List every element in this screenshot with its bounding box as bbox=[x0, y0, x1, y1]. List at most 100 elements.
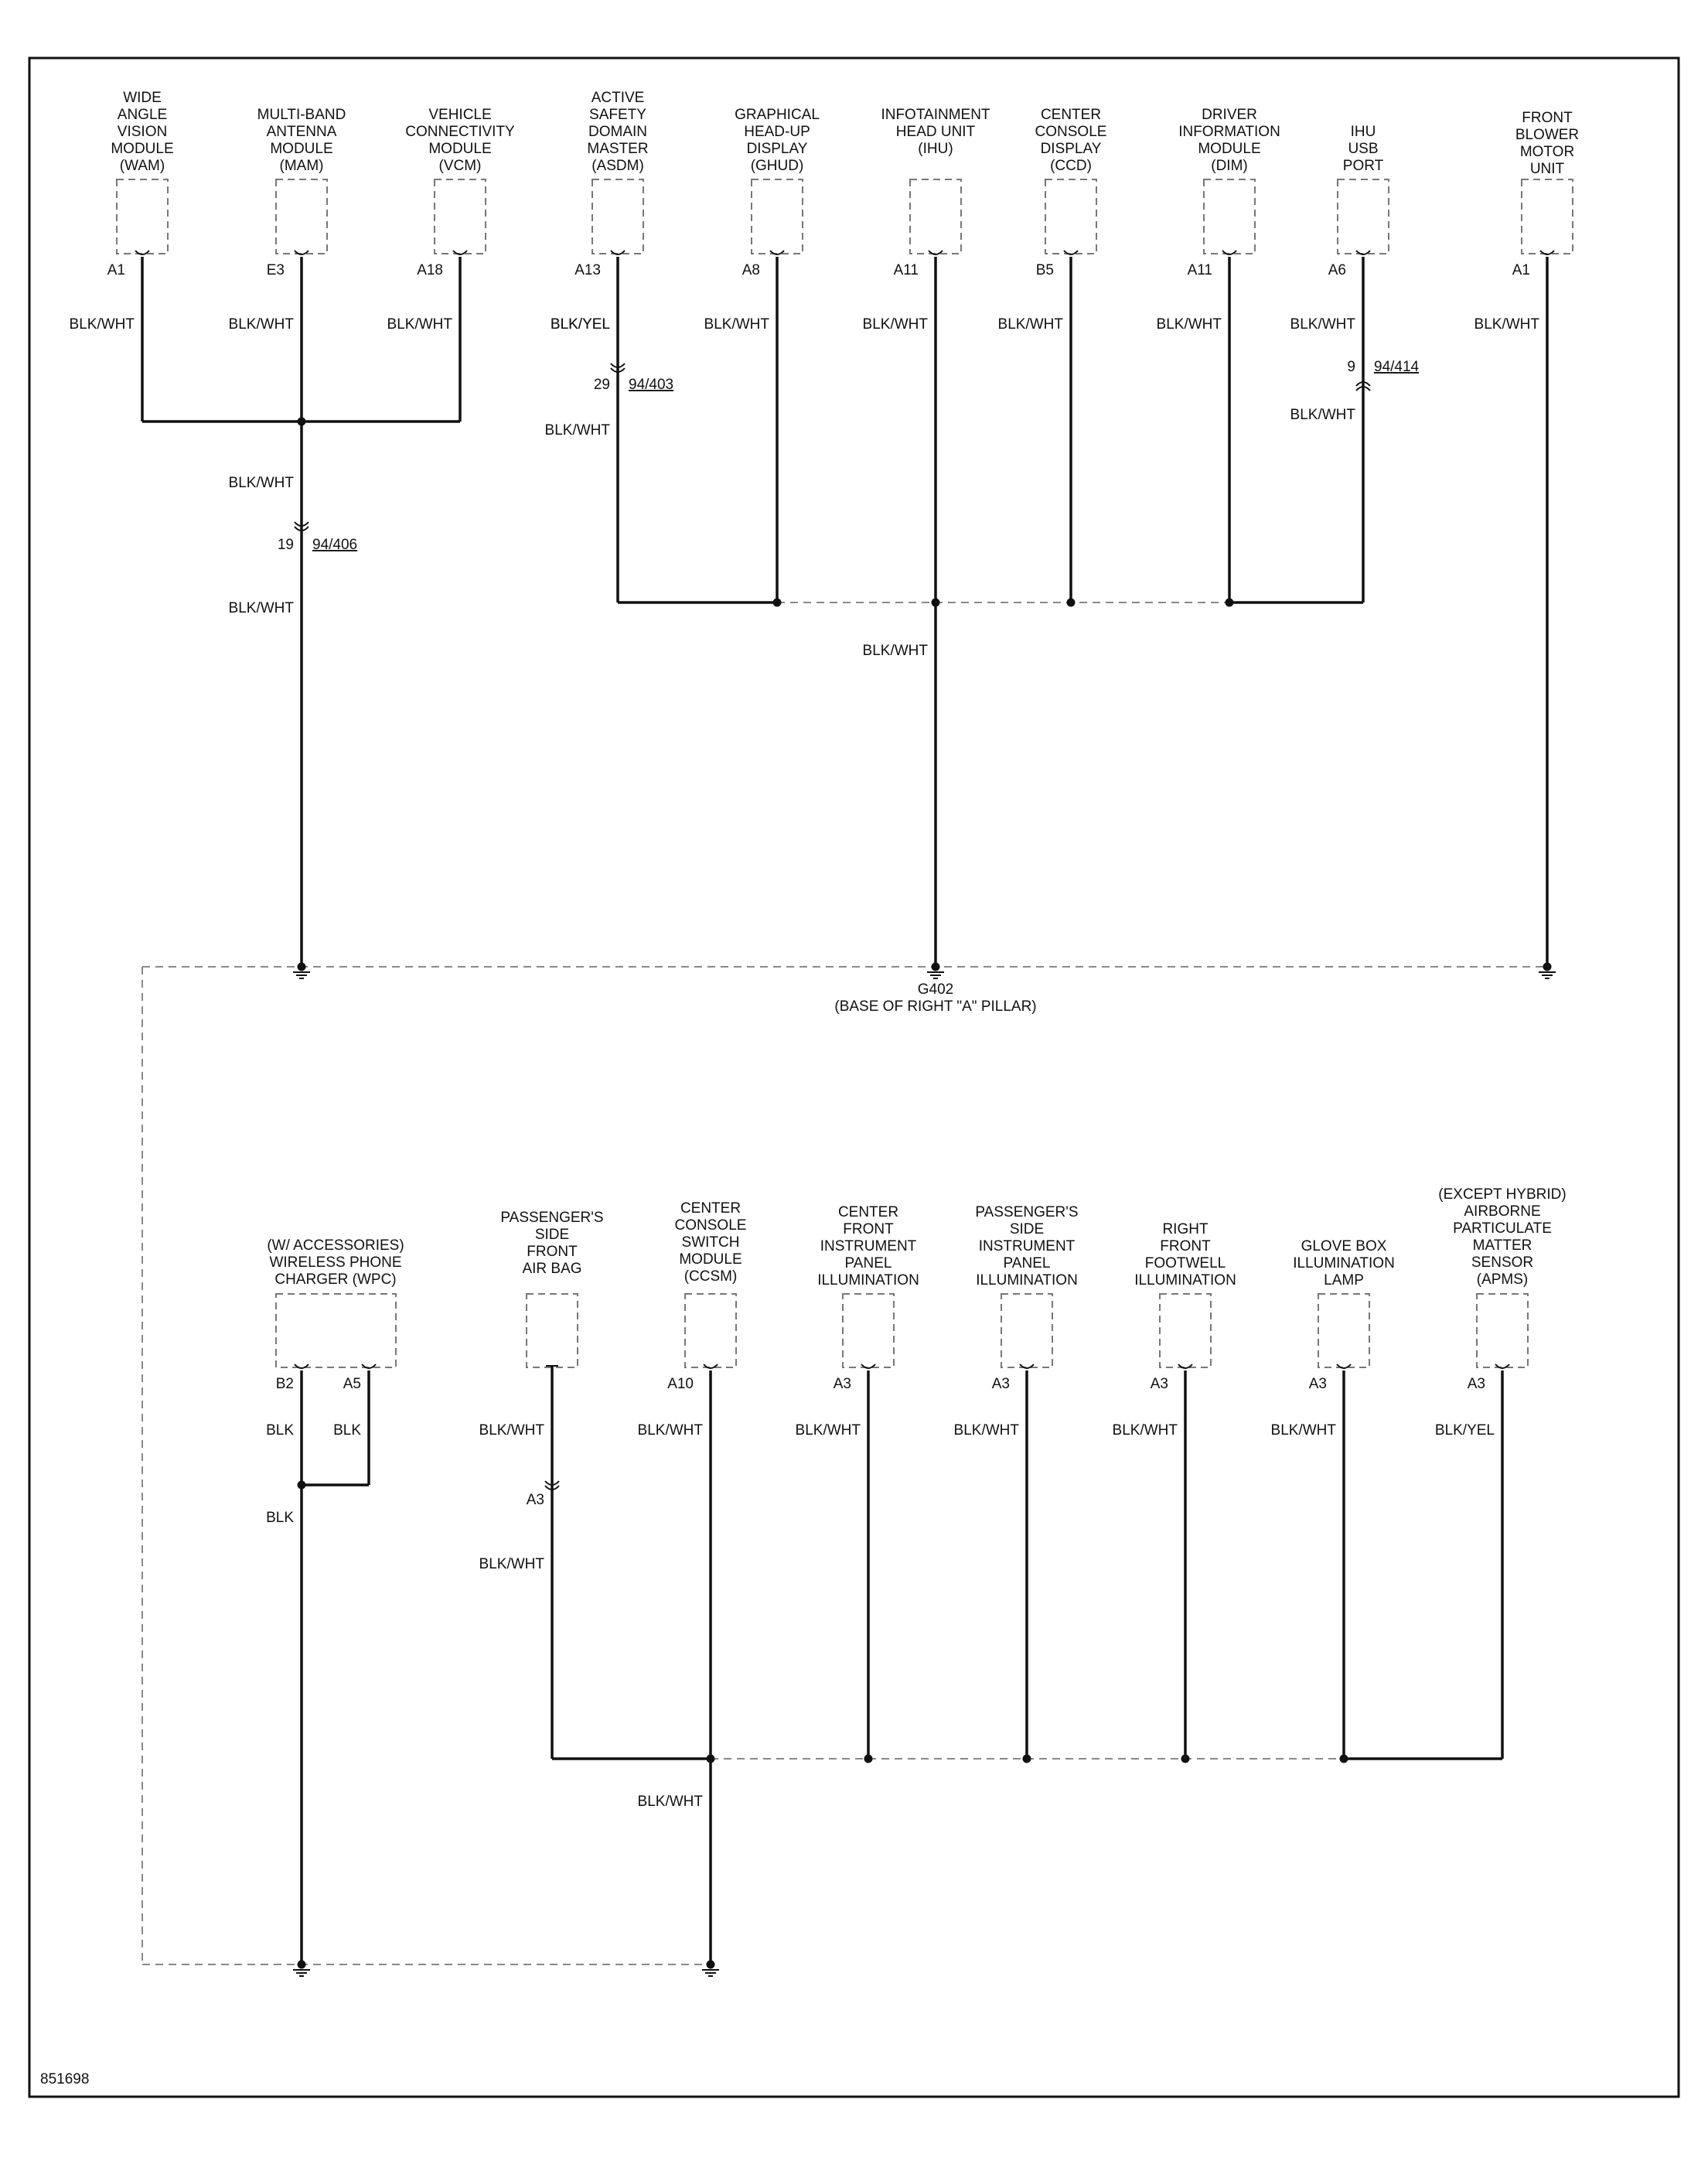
wam-name: (WAM) bbox=[120, 158, 165, 174]
top-left-splice bbox=[297, 417, 306, 426]
asdm-name: DOMAIN bbox=[588, 124, 647, 140]
ghud-name: (GHUD) bbox=[751, 158, 804, 174]
ghud-splice bbox=[772, 598, 782, 607]
asdm-name: ACTIVE bbox=[591, 90, 645, 106]
pin-terminal bbox=[861, 1364, 876, 1369]
wpc-pin-a5: A5 bbox=[343, 1376, 361, 1392]
rffi-splice bbox=[1181, 1754, 1190, 1763]
psipi-name: SIDE bbox=[1010, 1221, 1044, 1237]
ccsm-wire-color: BLK/WHT bbox=[638, 1422, 704, 1439]
dim-name: INFORMATION bbox=[1178, 124, 1280, 140]
wpc-name: CHARGER (WPC) bbox=[274, 1271, 396, 1288]
psfab-wire-color-2: BLK/WHT bbox=[479, 1556, 545, 1572]
ground-location: (BASE OF RIGHT "A" PILLAR) bbox=[834, 998, 1036, 1015]
fbmu-name: MOTOR bbox=[1520, 144, 1574, 160]
gbil-name: ILLUMINATION bbox=[1293, 1255, 1395, 1271]
pin-terminal bbox=[1495, 1364, 1510, 1369]
dim-pin-label: A11 bbox=[1188, 262, 1212, 278]
fbmu-wire-color: BLK/WHT bbox=[1474, 316, 1540, 333]
asdm-wire-color: BLK/YEL bbox=[551, 316, 610, 333]
bottom-trunk-wire-color: BLK/WHT bbox=[638, 1794, 704, 1810]
ihu-name: (IHU) bbox=[918, 141, 953, 157]
inline-connector bbox=[610, 367, 626, 373]
rffi-name: ILLUMINATION bbox=[1134, 1272, 1236, 1289]
pin-terminal bbox=[1539, 250, 1555, 255]
apms-name: PARTICULATE bbox=[1453, 1220, 1552, 1237]
diagram-frame bbox=[28, 56, 1680, 2098]
pin-terminal bbox=[1178, 1364, 1193, 1369]
ihu-component-box bbox=[909, 179, 962, 254]
apms-pin-label: A3 bbox=[1468, 1376, 1485, 1392]
wam-name: WIDE bbox=[123, 90, 162, 106]
wam-name: MODULE bbox=[111, 141, 173, 157]
apms-name: AIRBORNE bbox=[1464, 1203, 1540, 1220]
ground-dot bbox=[297, 1960, 306, 1969]
ihu-pin-label: A11 bbox=[894, 262, 919, 278]
vcm-name: VEHICLE bbox=[428, 107, 491, 123]
apms-wire-color: BLK/YEL bbox=[1435, 1422, 1495, 1439]
usb-pin-label: A6 bbox=[1328, 262, 1346, 278]
wpc-pin-b2: B2 bbox=[276, 1376, 294, 1392]
inline-connector bbox=[544, 1485, 560, 1490]
pin-terminal bbox=[1019, 1364, 1035, 1369]
psipi-name: INSTRUMENT bbox=[979, 1238, 1076, 1254]
psfab-connector-pin: A3 bbox=[527, 1492, 544, 1508]
wam-name: VISION bbox=[118, 124, 167, 140]
asdm-connector-pin: 29 bbox=[594, 377, 610, 393]
ccsm-pin-label: A10 bbox=[667, 1376, 694, 1392]
gbil-pin-label: A3 bbox=[1309, 1376, 1327, 1392]
pin-terminal bbox=[1355, 250, 1371, 255]
gbil-splice bbox=[1339, 1754, 1348, 1763]
usb-name: PORT bbox=[1343, 158, 1384, 174]
dim-name: MODULE bbox=[1198, 141, 1260, 157]
cfipi-pin-label: A3 bbox=[834, 1376, 851, 1392]
asdm-name: MASTER bbox=[587, 141, 648, 157]
wam-wire-color: BLK/WHT bbox=[70, 316, 135, 333]
mam-wire-color: BLK/WHT bbox=[229, 316, 295, 333]
gbil-name: GLOVE BOX bbox=[1301, 1238, 1387, 1254]
psfab-name: PASSENGER'S bbox=[500, 1210, 603, 1226]
ccsm-name: CONSOLE bbox=[675, 1217, 747, 1234]
psipi-name: PANEL bbox=[1004, 1255, 1051, 1271]
dim-wire-color: BLK/WHT bbox=[1157, 316, 1222, 333]
wpc-splice bbox=[297, 1480, 306, 1490]
ghud-name: DISPLAY bbox=[747, 141, 808, 157]
ground-dot bbox=[931, 962, 940, 971]
top-left-connector-id: 94/406 bbox=[312, 537, 357, 553]
inline-connector bbox=[1355, 386, 1371, 391]
wpc-a5-wire-color: BLK bbox=[333, 1422, 361, 1439]
usb-wire-color: BLK/WHT bbox=[1290, 316, 1356, 333]
ghud-wire-color: BLK/WHT bbox=[704, 316, 770, 333]
asdm-wire-color: BLK/YEL bbox=[551, 316, 610, 333]
top-center-trunk-wire-color: BLK/WHT bbox=[863, 643, 929, 659]
apms-name: MATTER bbox=[1473, 1237, 1532, 1254]
vcm-name: (VCM) bbox=[439, 158, 482, 174]
ccsm-name: (CCSM) bbox=[684, 1268, 738, 1285]
usb-connector-id: 94/414 bbox=[1374, 359, 1420, 375]
cfipi-name: ILLUMINATION bbox=[817, 1272, 919, 1289]
inline-connector bbox=[1355, 381, 1371, 387]
pin-terminal bbox=[769, 250, 785, 255]
mam-name: ANTENNA bbox=[267, 124, 337, 140]
ground-dot bbox=[297, 962, 306, 971]
usb-component-box bbox=[1337, 179, 1389, 254]
apms-name: (EXCEPT HYBRID) bbox=[1438, 1186, 1566, 1203]
rffi-name: RIGHT bbox=[1162, 1221, 1209, 1237]
ccd-component-box bbox=[1045, 179, 1097, 254]
psipi-pin-label: A3 bbox=[992, 1376, 1010, 1392]
ground-dot bbox=[1543, 962, 1552, 971]
asdm-component-box bbox=[591, 179, 644, 254]
pin-terminal bbox=[703, 1364, 718, 1369]
gbil-name: LAMP bbox=[1324, 1272, 1364, 1289]
wpc-wire-color-after: BLK bbox=[266, 1510, 294, 1526]
cfipi-splice bbox=[864, 1754, 873, 1763]
fbmu-pin-label: A1 bbox=[1512, 262, 1530, 278]
wam-name: ANGLE bbox=[118, 107, 167, 123]
ghud-component-box bbox=[751, 179, 803, 254]
top-left-connector-pin: 19 bbox=[278, 537, 294, 553]
inline-connector bbox=[610, 363, 626, 368]
mam-pin-label: E3 bbox=[267, 262, 285, 278]
ccd-name: DISPLAY bbox=[1041, 141, 1102, 157]
fbmu-component-box bbox=[1521, 179, 1573, 254]
